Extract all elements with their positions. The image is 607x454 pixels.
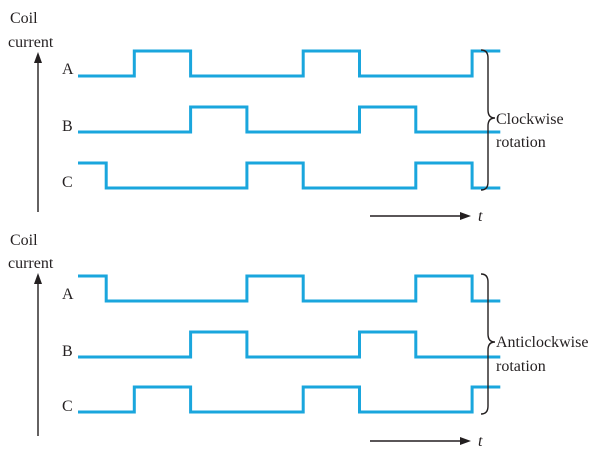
time-axis-arrowhead	[460, 212, 471, 220]
y-axis-label-line2: current	[8, 34, 54, 51]
time-axis-arrowhead	[460, 437, 471, 445]
rotation-label-line1: Clockwise	[496, 111, 564, 128]
coil-b-waveform	[78, 105, 501, 134]
coil-label-b: B	[62, 118, 73, 135]
coil-a-waveform	[78, 49, 501, 78]
panel-clockwise: Coil current A B C Clockwise rotation t	[8, 10, 564, 225]
y-axis-label-line2: current	[8, 255, 54, 272]
coil-c-waveform	[78, 385, 501, 414]
coil-label-a: A	[62, 61, 74, 78]
panel-anticlockwise: Coil current A B C Anticlockwise rotatio…	[8, 232, 588, 450]
current-axis-arrowhead	[34, 52, 42, 63]
coil-label-c: C	[62, 398, 73, 415]
coil-a-waveform	[78, 274, 501, 303]
rotation-label-line2: rotation	[496, 134, 546, 151]
time-label: t	[478, 433, 483, 450]
coil-b-waveform	[78, 330, 501, 359]
grouping-brace	[480, 273, 496, 415]
rotation-label-line2: rotation	[496, 358, 546, 375]
y-axis-label-line1: Coil	[10, 232, 38, 249]
coil-c-waveform	[78, 161, 501, 190]
coil-label-c: C	[62, 174, 73, 191]
time-label: t	[478, 208, 483, 225]
current-axis-arrowhead	[34, 273, 42, 284]
y-axis-label-line1: Coil	[10, 10, 38, 27]
coil-label-b: B	[62, 343, 73, 360]
coil-label-a: A	[62, 286, 74, 303]
grouping-brace	[480, 49, 496, 191]
rotation-label-line1: Anticlockwise	[496, 334, 588, 351]
